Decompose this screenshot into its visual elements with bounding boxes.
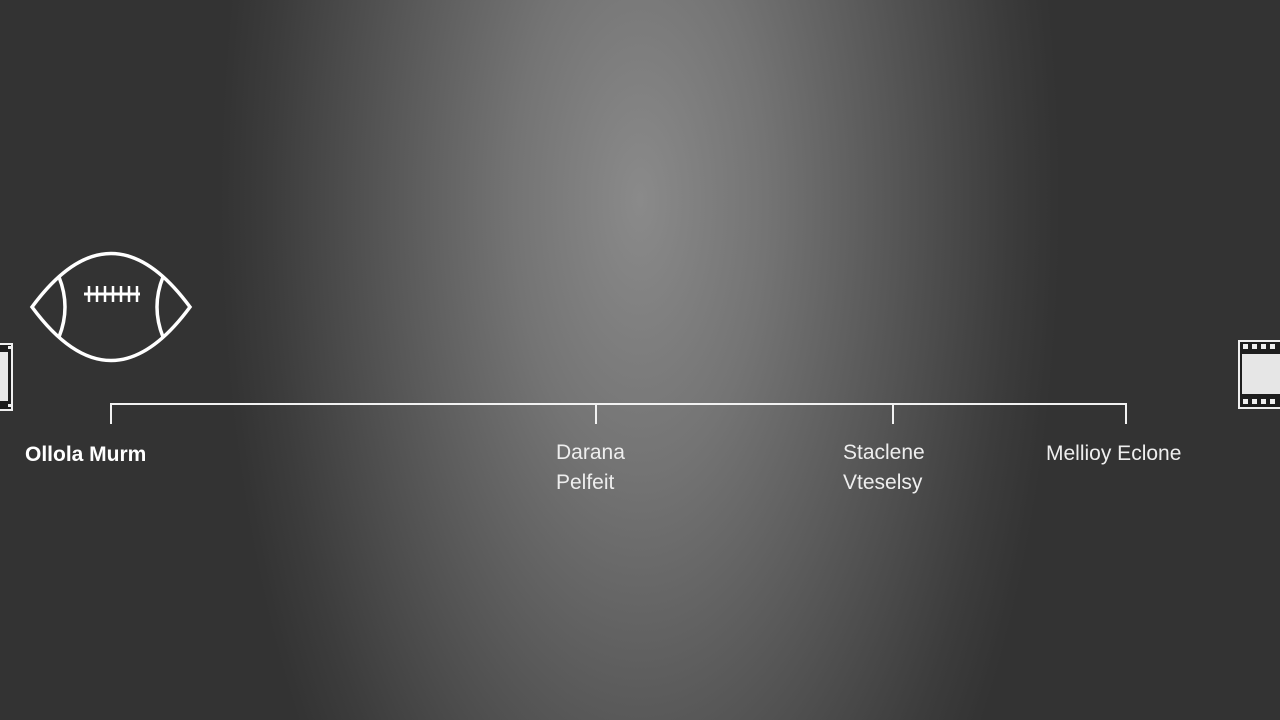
timeline-label-2-line-2: Pelfeit [556, 471, 615, 494]
timeline-label-4-line-1: Mellioy Eclone [1046, 442, 1182, 465]
timeline-label-3-line-1: Staclene [843, 441, 925, 464]
film-strip-icon-left [0, 343, 13, 411]
timeline-label-2-line-1: Darana [556, 441, 625, 464]
timeline-label-3: Staclene Vteselsy [843, 438, 925, 498]
timeline-label-1-line-1: Ollola Murm [25, 443, 147, 466]
film-strip-icon-right [1238, 340, 1280, 409]
timeline-label-3-line-2: Vteselsy [843, 471, 923, 494]
football-icon [29, 251, 193, 363]
timeline-label-2: Darana Pelfeit [556, 438, 625, 498]
timeline-label-4: Mellioy Eclone [1046, 439, 1181, 469]
timeline-label-1: Ollola Murm [25, 440, 146, 470]
